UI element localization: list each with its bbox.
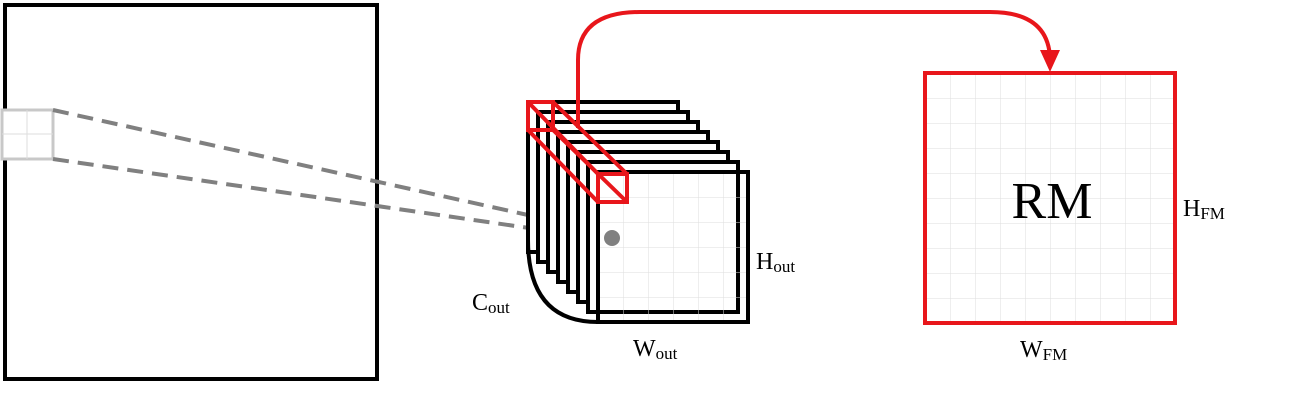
w-out-label: Wout [633, 336, 678, 363]
rm-label: RM [1012, 173, 1093, 230]
h-fm-label: HFM [1183, 196, 1225, 223]
h-out-label: Hout [756, 249, 795, 276]
receptive-field-patch [0, 108, 55, 161]
w-fm-label: WFM [1020, 337, 1067, 364]
input-image [0, 3, 379, 381]
mapping-arrow [576, 10, 1060, 128]
arrow-head [1040, 50, 1060, 72]
output-point [604, 230, 620, 246]
channel-curve [526, 239, 599, 324]
rm-map: RM [923, 71, 1177, 325]
channel-column-highlight [526, 100, 629, 204]
c-out-label: Cout [472, 290, 510, 317]
projection-lines [52, 108, 599, 240]
output-stack [526, 100, 750, 324]
